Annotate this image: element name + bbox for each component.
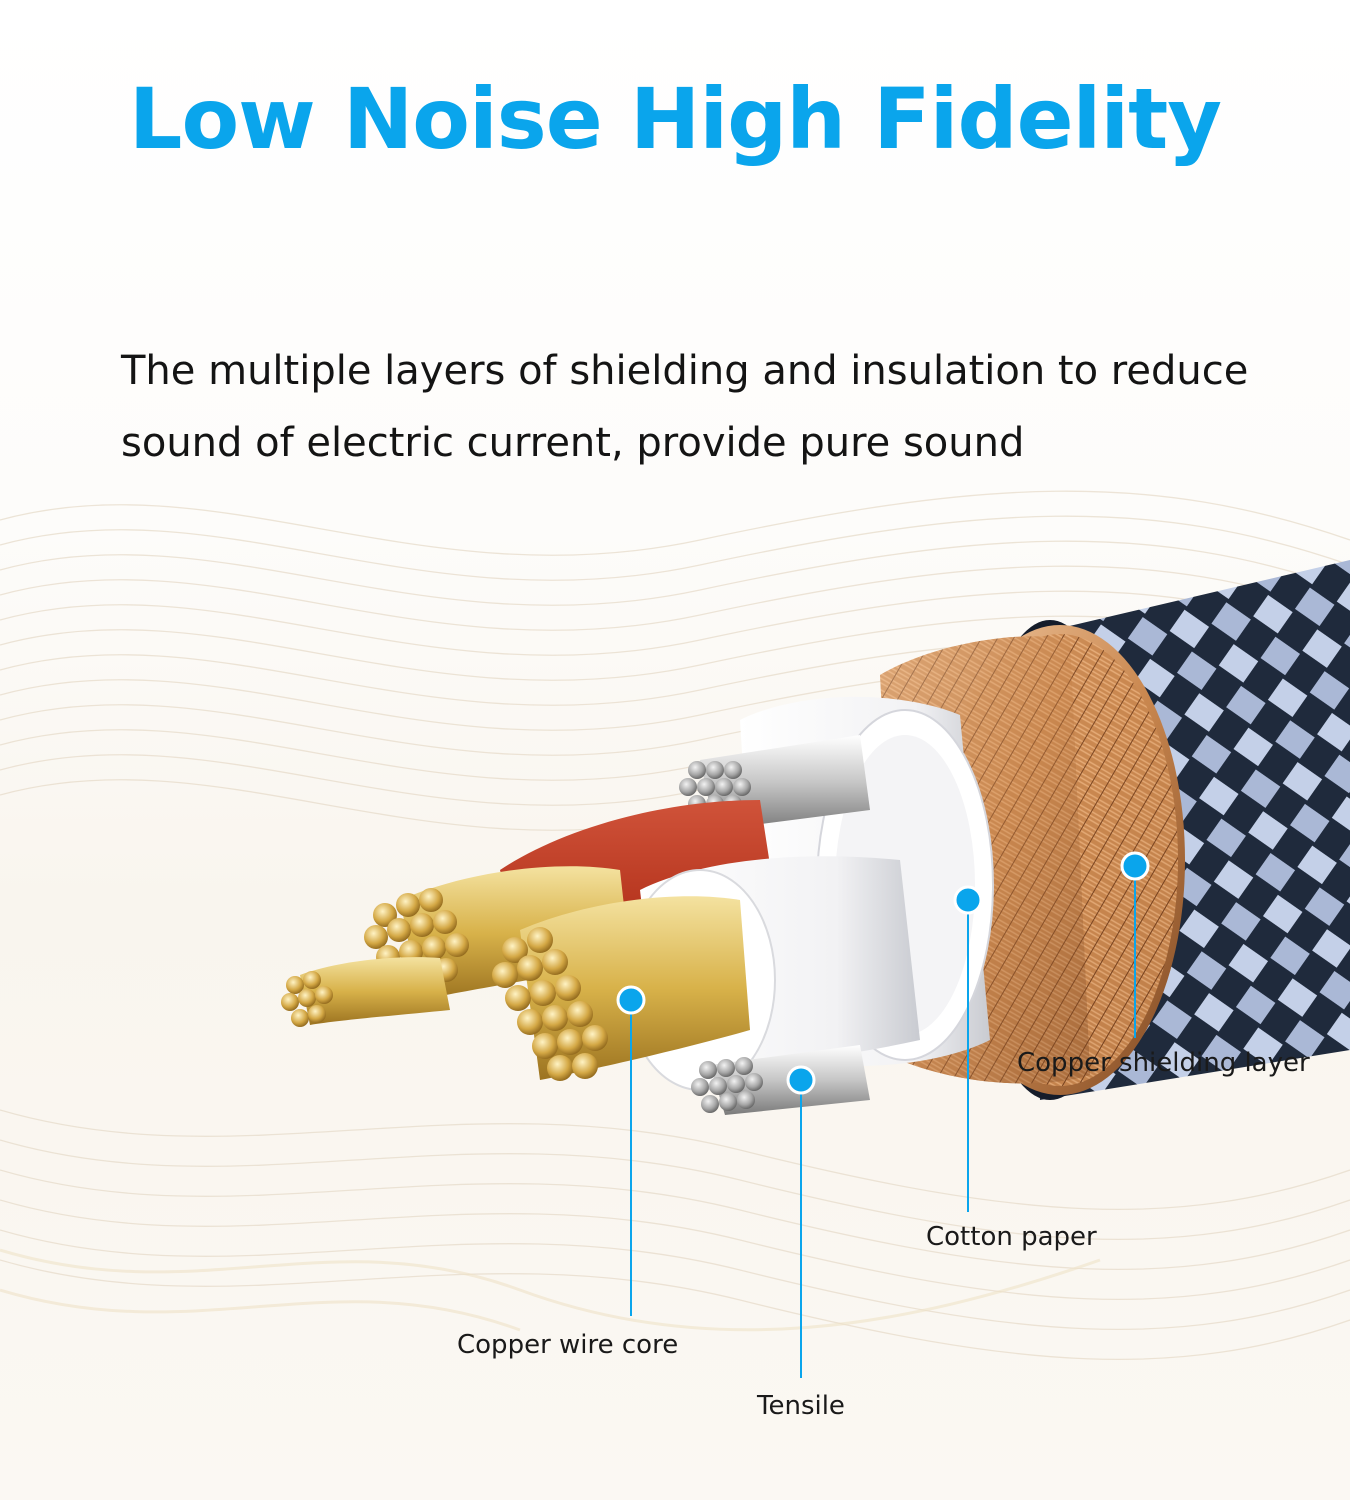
callout-pointer-copper-wire-core: [616, 985, 646, 1316]
label-tensile: Tensile: [757, 1391, 845, 1421]
callout-pointer-tensile: [786, 1065, 816, 1378]
copper-wire-core-front: [492, 896, 750, 1081]
label-cotton-paper: Cotton paper: [926, 1222, 1097, 1252]
headline: Low Noise High Fidelity: [128, 70, 1222, 168]
copper-wire-core-left: [281, 957, 450, 1027]
description: The multiple layers of shielding and ins…: [121, 335, 1301, 479]
callout-pointer-copper-shielding: [1120, 851, 1150, 1038]
label-copper-wire-core: Copper wire core: [457, 1330, 679, 1360]
label-copper-shielding-layer: Copper shielding layer: [1017, 1048, 1310, 1078]
callout-pointer-cotton-paper: [953, 885, 983, 1212]
description-line-2: sound of electric current, provide pure …: [121, 420, 1025, 466]
description-line-1: The multiple layers of shielding and ins…: [121, 348, 1249, 394]
